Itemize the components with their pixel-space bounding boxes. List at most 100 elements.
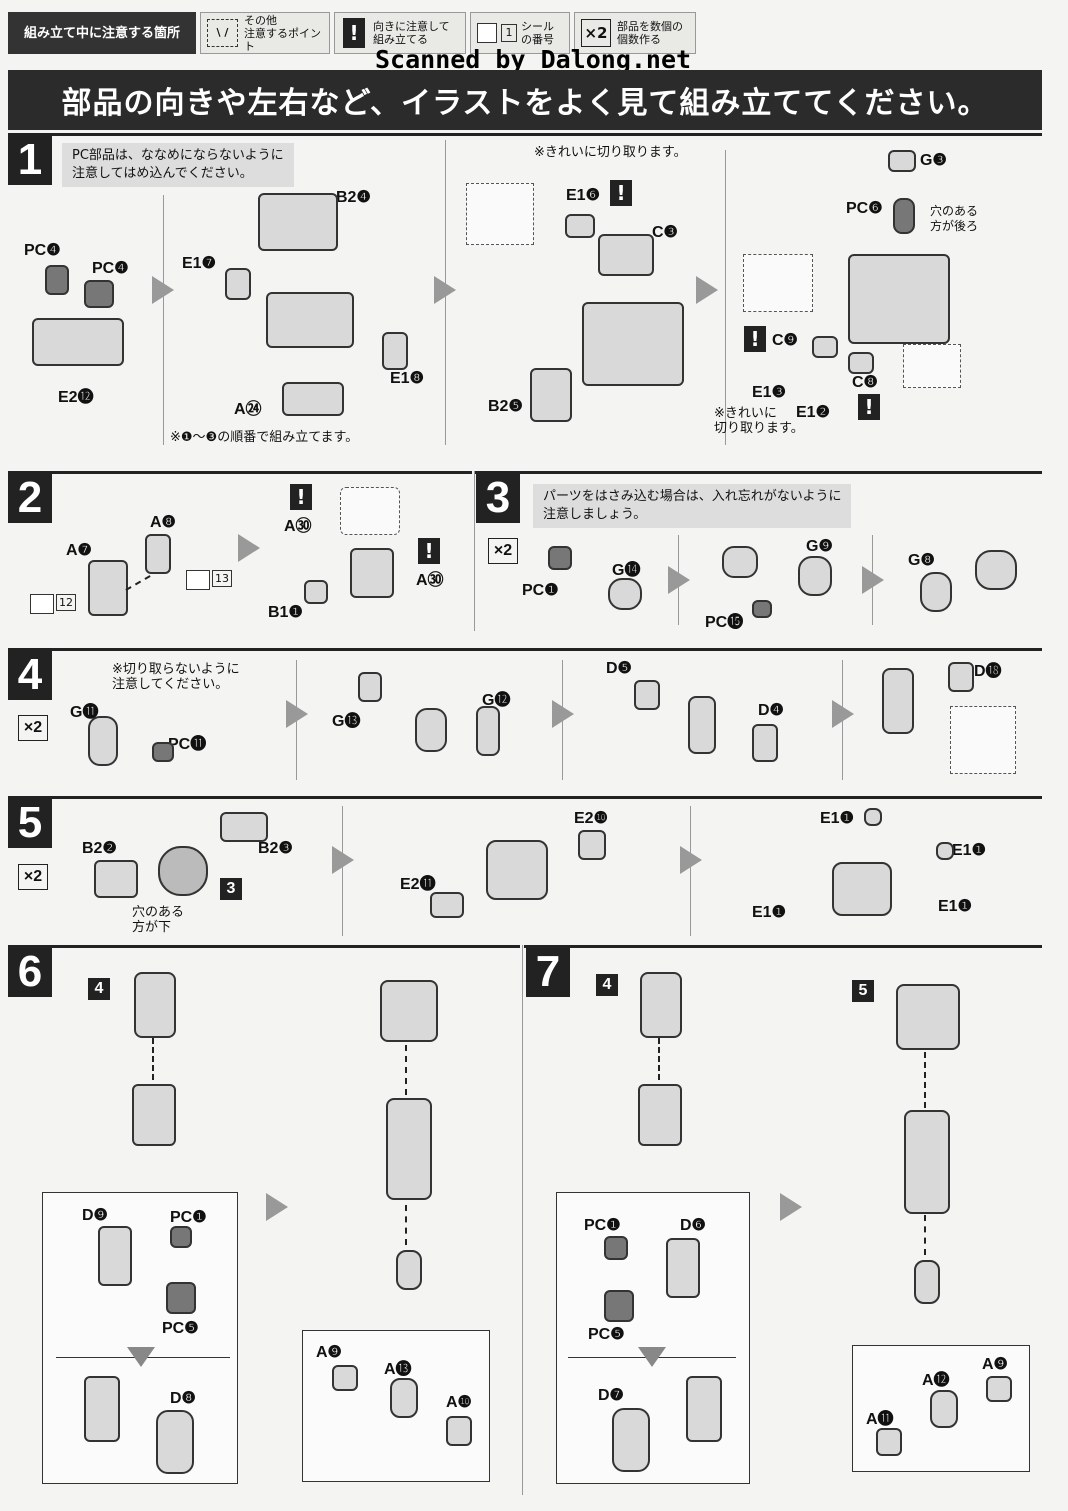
next-arrow-icon (680, 846, 702, 874)
part-label: PC❶ (584, 1217, 621, 1234)
part-icon (380, 980, 438, 1042)
step-tag: 3 (220, 878, 242, 900)
part-icon (920, 572, 952, 612)
part-label: PC❻ (846, 200, 883, 217)
pc-part-icon (604, 1290, 634, 1322)
count-icon: ×2 (488, 538, 518, 564)
part-icon (888, 150, 916, 172)
warning-icon: ! (744, 326, 766, 352)
next-arrow-icon (152, 276, 174, 304)
part-icon (132, 1084, 176, 1146)
part-label: A㉚ (416, 572, 444, 589)
part-icon (688, 696, 716, 754)
part-label: A❽ (150, 514, 176, 531)
part-icon (382, 332, 408, 370)
pc-part-icon (548, 546, 572, 570)
part-label: E2❿ (574, 810, 608, 827)
part-icon (612, 1408, 650, 1472)
guide-line (405, 1205, 407, 1245)
part-label: G⓭ (332, 713, 361, 730)
part-icon (88, 560, 128, 616)
chest-part-icon (848, 254, 950, 344)
part-icon (476, 706, 500, 756)
part-label: G❾ (806, 538, 833, 555)
part-icon (948, 662, 974, 692)
cut-warning-note: ※切り取らないように注意してください。 (112, 662, 240, 692)
step6-number: 6 (8, 947, 52, 997)
part-label: B2❹ (336, 189, 371, 206)
part-label: B2❷ (82, 840, 117, 857)
seal-icon (477, 23, 497, 43)
part-icon (156, 1410, 194, 1474)
step1-note: PC部品は、ななめにならないように注意してはめ込んでください。 (62, 143, 294, 187)
step3-note: パーツをはさみ込む場合は、入れ忘れがないように注意しましょう。 (533, 484, 852, 528)
part-label: A❼ (66, 542, 92, 559)
part-icon (638, 1084, 682, 1146)
part-icon (282, 382, 344, 416)
part-icon (145, 534, 171, 574)
count-icon: ×2 (581, 19, 611, 47)
pc-part-icon (170, 1226, 192, 1248)
part-icon (986, 1376, 1012, 1402)
part-label: PC⓫ (168, 736, 207, 753)
step5-divider (8, 796, 1042, 799)
frame-part-icon (32, 318, 124, 366)
part-label: B2❺ (488, 398, 523, 415)
part-label: E1❸ (752, 384, 786, 401)
part-icon (84, 1376, 120, 1442)
part-label: B1❶ (268, 604, 303, 621)
part-icon (798, 556, 832, 596)
part-label: D❼ (598, 1387, 624, 1404)
part-icon (666, 1238, 700, 1298)
part-icon (896, 984, 960, 1050)
part-label: E2⓫ (400, 876, 436, 893)
part-icon (98, 1226, 132, 1286)
step6-divider (8, 945, 520, 948)
seal-number: 13 (212, 570, 232, 587)
part-label: E1❶ (820, 810, 854, 827)
part-icon (565, 214, 595, 238)
step4-divider (8, 648, 1042, 651)
pc-part-icon (152, 742, 174, 762)
part-label: C❽ (852, 374, 878, 391)
chest-part-icon (582, 302, 684, 386)
detail-panel (42, 1192, 238, 1484)
detail-box (466, 183, 534, 245)
warning-icon: ! (290, 484, 312, 510)
next-arrow-icon (862, 566, 884, 594)
part-icon (876, 1428, 902, 1456)
next-arrow-icon (238, 534, 260, 562)
leg-part-icon (904, 1110, 950, 1214)
part-label: E1❻ (566, 187, 600, 204)
down-arrow-icon (638, 1347, 666, 1367)
part-icon (608, 578, 642, 610)
part-icon (864, 808, 882, 826)
legend-direction: ! 向きに注意して組み立てる (334, 12, 466, 54)
leg-part-icon (640, 972, 682, 1038)
part-label: D❹ (758, 702, 784, 719)
part-icon (634, 680, 660, 710)
part-icon (350, 548, 394, 598)
part-icon (396, 1250, 422, 1290)
part-icon (358, 672, 382, 702)
part-label: G⓫ (70, 704, 99, 721)
step7-number: 7 (526, 947, 570, 997)
leg-part-icon (386, 1098, 432, 1200)
part-icon (390, 1378, 418, 1418)
next-arrow-icon (552, 700, 574, 728)
part-icon (304, 580, 328, 604)
cut-note: ※きれいに切り取ります。 (714, 406, 804, 436)
part-label: E1❶ (938, 898, 972, 915)
next-arrow-icon (332, 846, 354, 874)
part-label: A❾ (316, 1344, 342, 1361)
guide-line (405, 1045, 407, 1095)
part-label: G⓮ (612, 562, 641, 579)
part-icon (332, 1365, 358, 1391)
part-icon (486, 840, 548, 900)
part-label: C❾ (772, 332, 798, 349)
part-icon (225, 268, 251, 300)
part-icon (722, 546, 758, 578)
step1-sep (725, 150, 726, 445)
part-label: PC❺ (162, 1320, 199, 1337)
part-icon (88, 716, 118, 766)
